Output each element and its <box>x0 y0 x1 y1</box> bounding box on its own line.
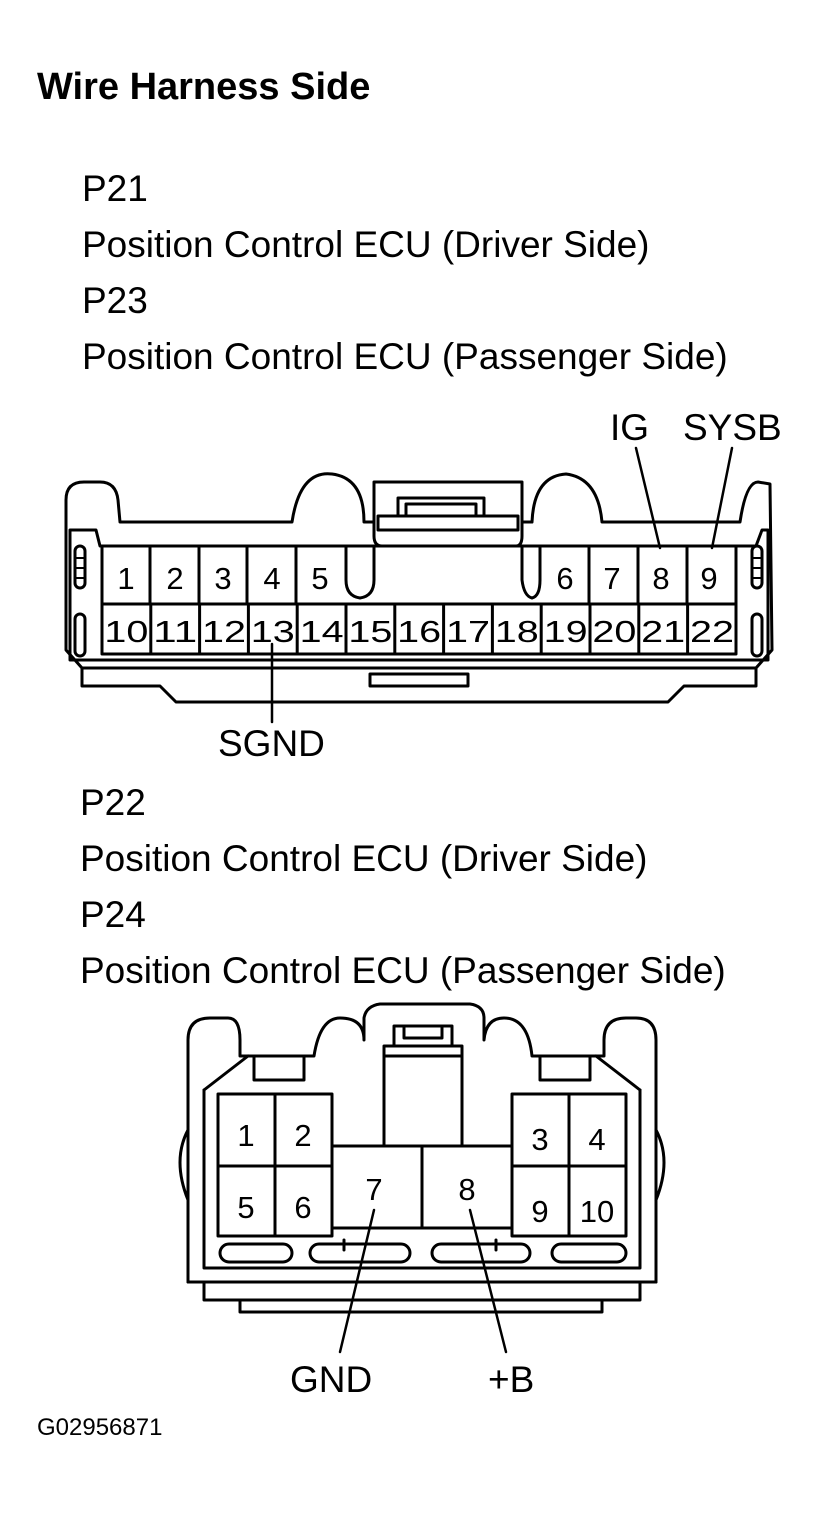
pin-2-label: 2 <box>294 1118 311 1153</box>
pin-9-label: 9 <box>700 561 717 596</box>
diagram-title: Wire Harness Side <box>37 66 371 108</box>
pin-8-label: 8 <box>458 1172 475 1207</box>
pin-4-label: 4 <box>588 1122 605 1157</box>
connector-a-housing <box>64 472 774 704</box>
pin-20-label: 20 <box>592 614 636 649</box>
connector-b-name-2: Position Control ECU (Passenger Side) <box>80 950 726 991</box>
pin-18-label: 18 <box>495 614 539 649</box>
pin-10-label: 10 <box>104 614 148 649</box>
gnd-label: GND <box>290 1359 372 1400</box>
gnd-leader-line <box>338 1208 376 1354</box>
pin-22-label: 22 <box>690 614 734 649</box>
connector-a-name-1: Position Control ECU (Driver Side) <box>82 224 650 265</box>
pin-11-label: 11 <box>153 614 197 649</box>
pin-1-label: 1 <box>117 561 134 596</box>
ig-leader-line <box>634 446 662 550</box>
pin-7-label: 7 <box>365 1172 382 1207</box>
connector-a-cell-dividers <box>148 544 690 656</box>
connector-b-pin-labels: 1 2 3 4 5 6 7 8 9 10 <box>237 1118 614 1229</box>
figure-code: G02956871 <box>37 1414 163 1441</box>
pin-2-label: 2 <box>166 561 183 596</box>
connector-a-code-2: P23 <box>82 280 148 321</box>
plus-b-label: +B <box>488 1359 534 1400</box>
plus-b-leader-line <box>468 1208 508 1354</box>
sgnd-label: SGND <box>218 723 325 764</box>
sysb-label: SYSB <box>683 407 782 448</box>
pin-12-label: 12 <box>202 614 246 649</box>
pin-14-label: 14 <box>300 614 344 649</box>
connector-b-pin-grid <box>216 1092 628 1238</box>
pin-19-label: 19 <box>544 614 588 649</box>
pin-5-label: 5 <box>311 561 328 596</box>
connector-b-name-1: Position Control ECU (Driver Side) <box>80 838 648 879</box>
connector-b-code-2: P24 <box>80 894 146 935</box>
pin-6-label: 6 <box>556 561 573 596</box>
pin-1-label: 1 <box>237 1118 254 1153</box>
connector-b-housing <box>178 1002 666 1314</box>
pin-4-label: 4 <box>263 561 280 596</box>
connector-a-code-1: P21 <box>82 168 148 209</box>
pin-15-label: 15 <box>348 614 392 649</box>
pin-10-label: 10 <box>580 1194 614 1229</box>
connector-b-leaders <box>338 1208 508 1354</box>
pin-21-label: 21 <box>641 614 685 649</box>
connector-a-leaders <box>270 446 734 724</box>
pin-3-label: 3 <box>214 561 231 596</box>
pin-3-label: 3 <box>531 1122 548 1157</box>
sysb-leader-line <box>710 446 734 550</box>
pin-5-label: 5 <box>237 1190 254 1225</box>
pin-16-label: 16 <box>397 614 441 649</box>
ig-label: IG <box>610 407 649 448</box>
pin-7-label: 7 <box>603 561 620 596</box>
connector-b-code-1: P22 <box>80 782 146 823</box>
pin-8-label: 8 <box>652 561 669 596</box>
pin-9-label: 9 <box>531 1194 548 1229</box>
connector-a-name-2: Position Control ECU (Passenger Side) <box>82 336 728 377</box>
pin-6-label: 6 <box>294 1190 311 1225</box>
pin-17-label: 17 <box>446 614 490 649</box>
